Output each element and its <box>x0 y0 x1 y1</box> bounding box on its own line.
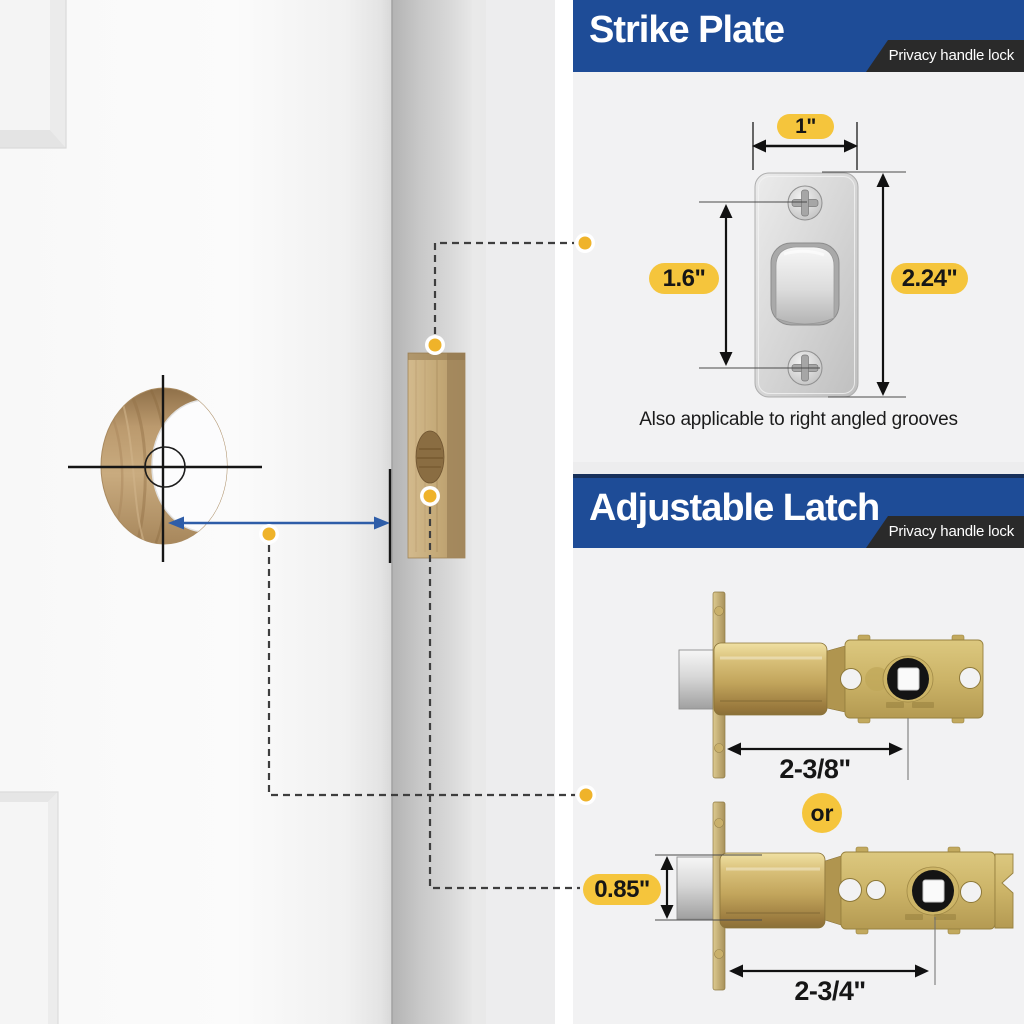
door-scene <box>0 0 573 1024</box>
strike-plate-top-screw <box>787 185 823 221</box>
latch-short-backset-dimension <box>727 718 909 780</box>
door-edge-mortise <box>407 352 466 559</box>
door-panel-molding-top <box>0 0 67 149</box>
latch-long-cylinder <box>719 852 826 929</box>
strike-plate-title: Strike Plate <box>589 9 785 51</box>
strike-plate-caption: Also applicable to right angled grooves <box>639 409 958 430</box>
latch-short-backplate <box>840 634 984 724</box>
door-panel-molding-bottom <box>0 791 59 1024</box>
latch-long-spindle-hole <box>922 879 945 903</box>
dim-pill-bolt-height: 0.85" <box>583 874 661 905</box>
adjustable-latch-header-edge <box>573 474 1024 478</box>
divider-band <box>555 0 573 1024</box>
latch-bore-hole <box>415 430 445 484</box>
latch-short-bolt <box>678 649 717 710</box>
screw-spacing-dimension <box>699 201 820 369</box>
bolt-height-dimension <box>655 854 762 921</box>
dim-pill-width: 1" <box>777 114 834 139</box>
bore-center-circle <box>144 446 186 488</box>
width-dimension <box>752 122 858 170</box>
latch-short <box>678 591 984 779</box>
plate-height-dimension <box>822 171 906 398</box>
dim-pill-screw-spacing: 1.6" <box>649 263 719 294</box>
dim-label-backset-long: 2-3/4" <box>794 976 866 1006</box>
or-badge: or <box>802 793 842 833</box>
latch-long-backset-dimension <box>729 917 936 985</box>
door-bore-hole <box>68 375 262 562</box>
strike-plate-diagram <box>699 122 906 398</box>
adjustable-latch-title: Adjustable Latch <box>589 487 880 529</box>
backset-arrow <box>168 516 390 530</box>
latch-short-cylinder <box>713 642 828 716</box>
adjustable-latch-diagram <box>655 591 1014 991</box>
dim-label-backset-short: 2-3/8" <box>779 754 851 784</box>
adjustable-latch-ribbon: Privacy handle lock <box>866 516 1024 548</box>
latch-long-fork-end <box>994 853 1014 929</box>
dim-pill-plate-height: 2.24" <box>891 263 968 294</box>
latch-short-spindle-hole <box>897 667 920 691</box>
strike-plate-ribbon: Privacy handle lock <box>866 40 1024 72</box>
latch-long-backplate <box>838 846 1014 935</box>
latch-long <box>676 801 1014 991</box>
adjustable-latch-header: Adjustable Latch Privacy handle lock <box>573 478 1024 548</box>
strike-plate-bolt <box>770 242 840 326</box>
strike-plate <box>754 172 859 398</box>
strike-plate-header: Strike Plate Privacy handle lock <box>573 0 1024 72</box>
door-edge-fade <box>472 0 486 1024</box>
